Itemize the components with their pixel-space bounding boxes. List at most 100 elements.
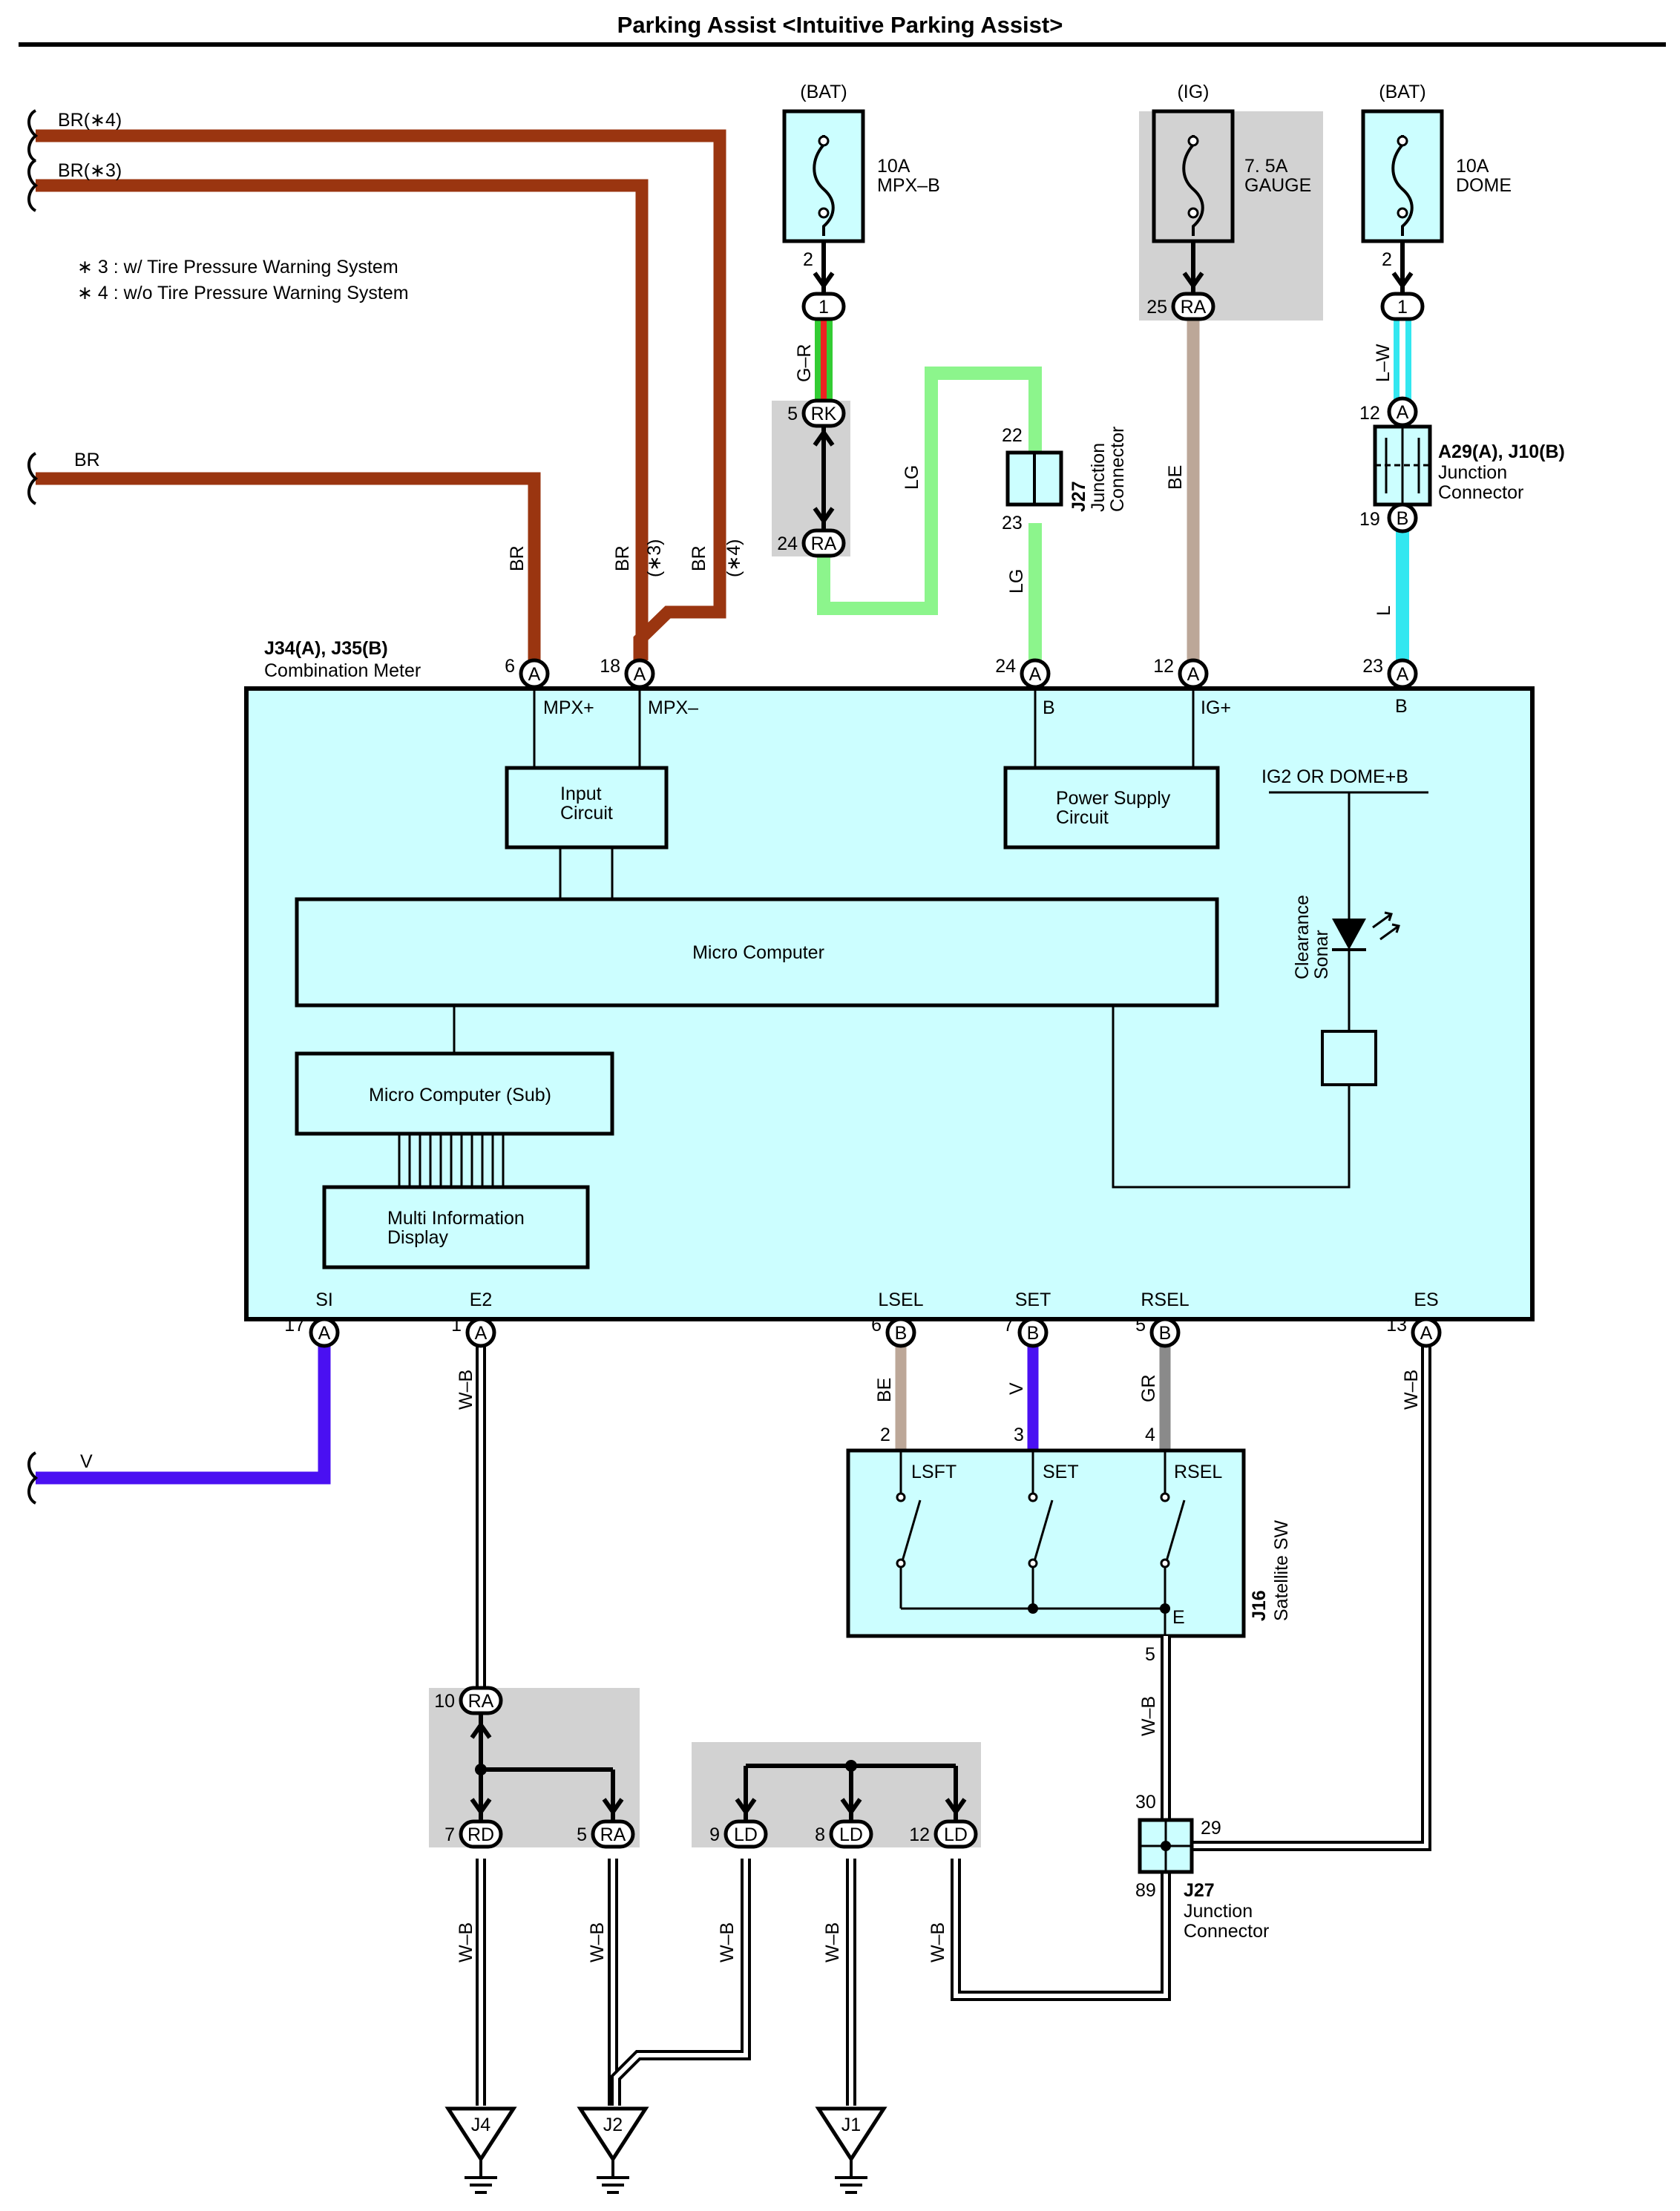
svg-text:9: 9	[709, 1824, 720, 1845]
j27-top-pin23: 23	[1002, 513, 1023, 533]
connector-ld-1: LD 8	[815, 1819, 873, 1849]
meter-sig-lsel: LSEL	[878, 1290, 923, 1310]
j27-bottom-pin89: 89	[1135, 1880, 1156, 1901]
svg-text:LD: LD	[944, 1824, 968, 1845]
ig2-dome-label: IG2 OR DOME+B	[1261, 766, 1408, 787]
satsw-pin3: 3	[1014, 1425, 1024, 1445]
j27-bottom-pin29: 29	[1201, 1818, 1221, 1839]
wire-label-br4: BR(∗4)	[58, 110, 122, 131]
sonar-led-icon	[1332, 919, 1366, 950]
wire-v-si	[36, 1344, 331, 1485]
satsw-pin4: 4	[1145, 1425, 1155, 1445]
connector-rd7: RD7	[444, 1819, 503, 1849]
svg-text:A: A	[528, 664, 541, 685]
svg-text:A: A	[318, 1323, 331, 1344]
svg-text:12: 12	[1153, 656, 1174, 677]
svg-text:RA: RA	[811, 533, 837, 554]
meter-pin-bottom-1: A1	[451, 1315, 496, 1348]
satsw-desc: Satellite SW	[1271, 1520, 1292, 1621]
svg-text:5: 5	[577, 1824, 587, 1845]
svg-text:J2: J2	[603, 2115, 623, 2135]
mid-line2: Display	[387, 1227, 448, 1248]
wire-label-n4: (∗4)	[723, 539, 744, 577]
svg-text:1: 1	[1397, 297, 1408, 318]
wire-br-4	[36, 129, 726, 660]
micro-computer-label: Micro Computer	[692, 942, 824, 963]
fuse3-pin: 2	[1382, 249, 1392, 270]
j27-top-desc2: Connector	[1107, 427, 1128, 512]
wire-label-v2: V	[1006, 1382, 1027, 1395]
svg-text:A: A	[1397, 402, 1409, 423]
input-circuit-line2: Circuit	[560, 803, 613, 824]
fuse1-name: MPX–B	[877, 175, 940, 196]
input-circuit-line1: Input	[560, 783, 602, 804]
svg-text:18: 18	[600, 656, 620, 677]
svg-text:J1: J1	[841, 2115, 861, 2135]
j27-bottom-name: J27	[1184, 1880, 1215, 1901]
wire-label-wb-ld12: W–B	[928, 1922, 948, 1962]
svg-text:17: 17	[284, 1315, 305, 1336]
wire-label-lg2: LG	[1006, 569, 1027, 594]
wire-label-wb-j2: W–B	[587, 1922, 608, 1962]
svg-text:RD: RD	[467, 1824, 494, 1845]
svg-text:A: A	[1397, 664, 1409, 685]
svg-text:RA: RA	[600, 1824, 626, 1845]
svg-text:7: 7	[1003, 1315, 1014, 1336]
svg-text:B: B	[1027, 1323, 1040, 1344]
micro-computer-sub-label: Micro Computer (Sub)	[369, 1085, 551, 1106]
svg-text:B: B	[1159, 1323, 1172, 1344]
j27-bottom-desc2: Connector	[1184, 1921, 1269, 1942]
meter-sig-ig: IG+	[1201, 697, 1231, 718]
power-supply-box	[1003, 766, 1220, 850]
meter-sig-rsel: RSEL	[1141, 1290, 1189, 1310]
meter-pin-top-2: A24	[995, 656, 1051, 689]
input-circuit-box	[505, 766, 669, 850]
mid-line1: Multi Information	[387, 1208, 525, 1229]
wire-label-br3: BR(∗3)	[58, 160, 122, 181]
wire-label-wb-sw: W–B	[1138, 1696, 1159, 1736]
satsw-pin2: 2	[880, 1425, 890, 1445]
wire-label-wb-es: W–B	[1401, 1370, 1422, 1410]
svg-text:LD: LD	[839, 1824, 863, 1845]
svg-text:6: 6	[505, 656, 515, 677]
fuse1-supply: (BAT)	[800, 82, 847, 102]
fuse1-symbol	[813, 135, 835, 236]
fuse2-rating: 7. 5A	[1244, 156, 1288, 177]
meter-pin-top-1: A18	[600, 656, 655, 689]
micro-computer-box	[295, 897, 1219, 1008]
connector-ld-2: LD 12	[909, 1819, 978, 1849]
meter-sig-es: ES	[1414, 1290, 1438, 1310]
svg-text:24: 24	[995, 656, 1016, 677]
fuse2-supply: (IG)	[1177, 82, 1209, 102]
svg-text:RK: RK	[811, 404, 837, 424]
svg-text:1: 1	[818, 297, 829, 318]
connector-ld-0: LD9	[709, 1819, 768, 1849]
a29-desc1: Junction	[1438, 462, 1507, 483]
meter-sig-e2: E2	[470, 1290, 493, 1310]
satsw-label-lsft: LSFT	[911, 1462, 957, 1482]
fuse3-supply: (BAT)	[1379, 82, 1425, 102]
svg-text:1: 1	[451, 1315, 462, 1336]
wire-label-wb-ld9: W–B	[717, 1922, 738, 1962]
fuse3-connector: 1	[1380, 292, 1425, 321]
wire-label-l-w: L–W	[1373, 344, 1394, 382]
svg-text:6: 6	[871, 1315, 882, 1336]
wire-label-v: V	[80, 1451, 93, 1472]
wire-label-gr: GR	[1138, 1375, 1159, 1403]
fuse2-box	[1152, 109, 1235, 243]
svg-text:23: 23	[1362, 656, 1383, 677]
diagram-title: Parking Assist <Intuitive Parking Assist…	[617, 12, 1063, 38]
svg-text:12: 12	[909, 1824, 930, 1845]
multi-info-display-box	[322, 1185, 590, 1269]
satsw-ground-e: E	[1172, 1607, 1185, 1628]
svg-text:8: 8	[815, 1824, 825, 1845]
connector-rk: RK5	[787, 398, 846, 428]
note-no-tpws: ∗ 4 : w/o Tire Pressure Warning System	[77, 283, 409, 303]
wire-label-be: BE	[1165, 465, 1186, 490]
wire-lg-top	[817, 367, 1042, 615]
wire-br	[36, 472, 541, 660]
fuse1-pin: 2	[803, 249, 813, 270]
